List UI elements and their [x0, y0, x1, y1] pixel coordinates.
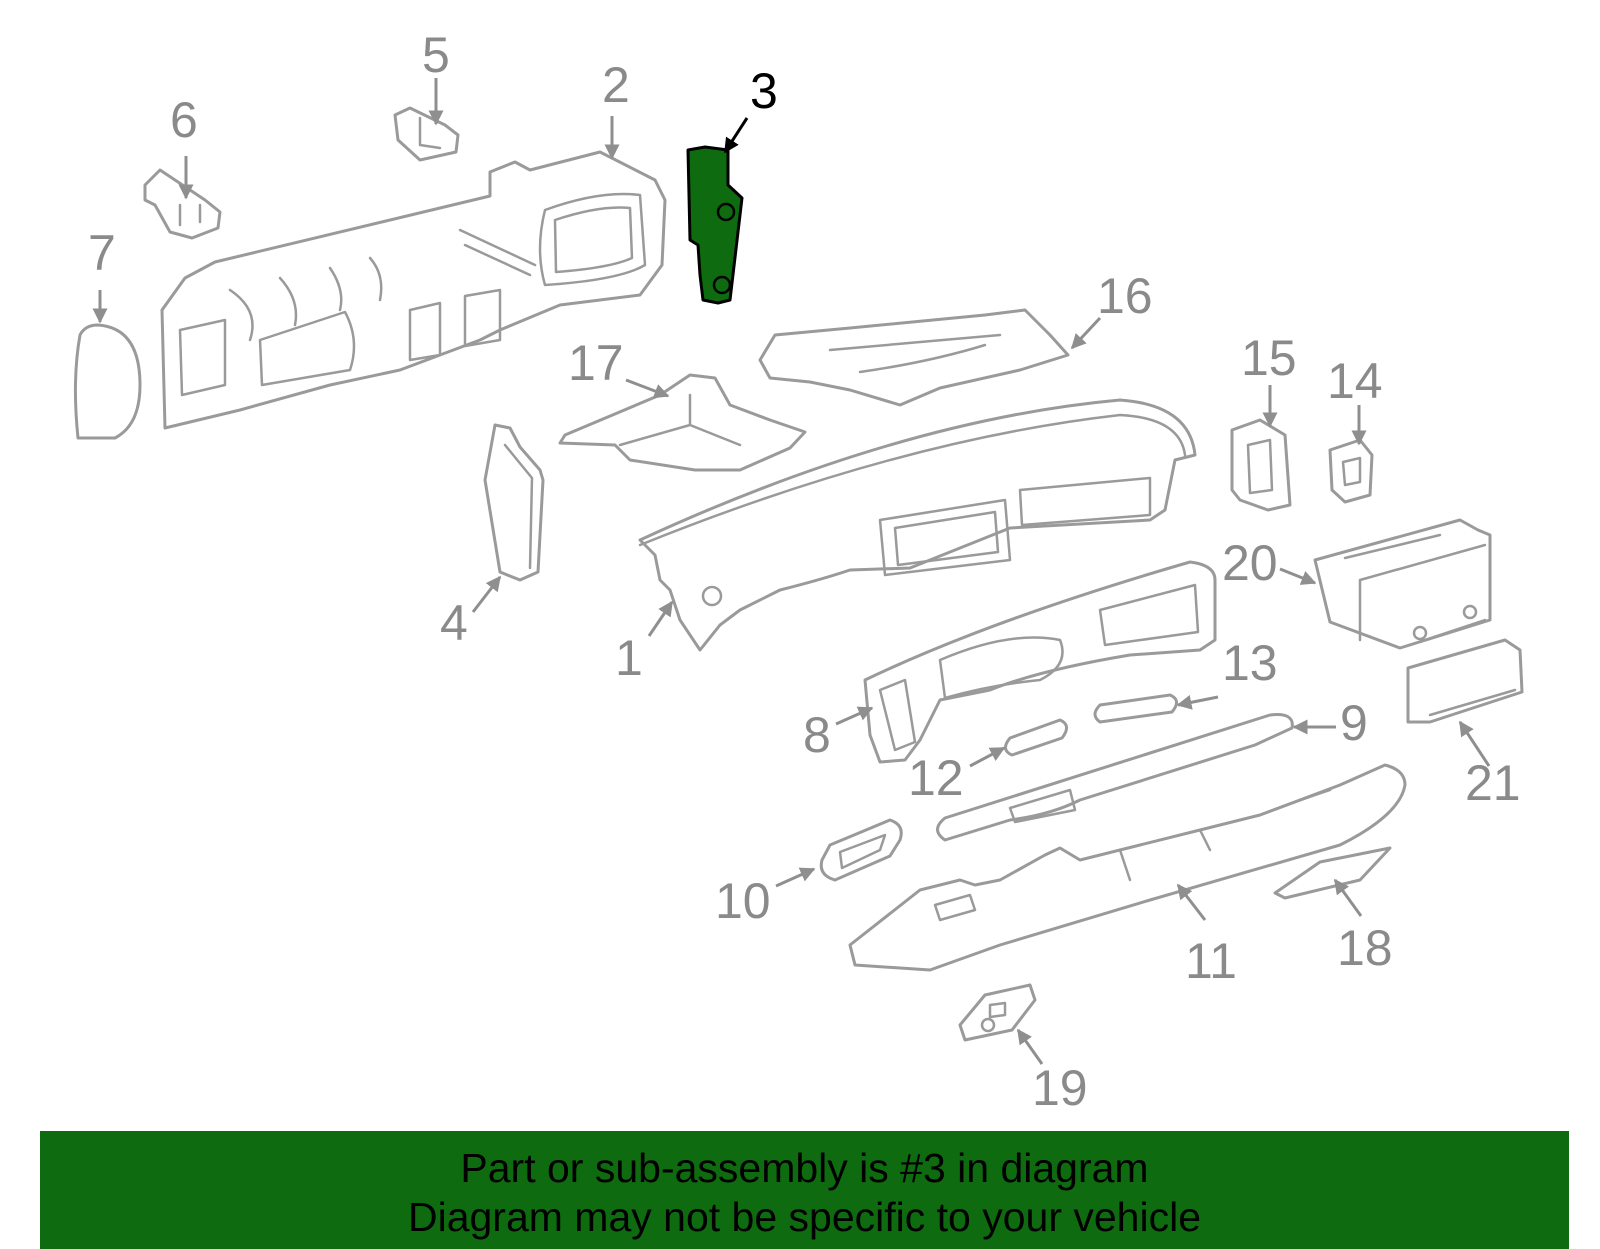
callout-13: 13 [1222, 635, 1278, 691]
part-13-trim-strip [1093, 693, 1178, 724]
leader-lines [92, 78, 1491, 1065]
callout-2: 2 [602, 57, 630, 113]
part-18-trim-plate [1273, 846, 1392, 900]
part-19-switch-plate [958, 983, 1037, 1042]
callout-10: 10 [715, 873, 771, 929]
part-2-upper-dash-panel [160, 150, 667, 430]
callout-14: 14 [1327, 353, 1383, 409]
part-12-trim-strip [1004, 718, 1068, 757]
callout-17: 17 [568, 335, 624, 391]
callout-9: 9 [1340, 695, 1368, 751]
part-15-switch-bezel [1230, 418, 1292, 512]
callout-6: 6 [170, 92, 198, 148]
banner-line-part-number: Part or sub-assembly is #3 in diagram [460, 1145, 1149, 1191]
callout-4: 4 [440, 595, 468, 651]
callout-numbers: 1 2 3 4 5 6 7 8 9 10 11 12 13 14 15 16 1… [88, 27, 1521, 1116]
info-banner: Part or sub-assembly is #3 in diagram Di… [40, 1131, 1569, 1249]
callout-8: 8 [803, 707, 831, 763]
part-20-storage-box [1313, 518, 1492, 650]
part-4-side-bracket [483, 423, 545, 582]
callout-3-highlighted: 3 [750, 63, 778, 119]
part-1-main-carrier [638, 398, 1197, 652]
part-3-bracket-highlighted [686, 145, 744, 305]
callout-11: 11 [1185, 933, 1237, 989]
callout-15: 15 [1241, 330, 1297, 386]
part-16-top-pad [758, 308, 1070, 407]
part-7-end-cap [73, 323, 142, 440]
callout-19: 19 [1032, 1060, 1088, 1116]
part-17-duct [558, 373, 807, 472]
part-9-long-trim [936, 713, 1294, 842]
callout-12: 12 [908, 750, 964, 806]
part-6-clip [143, 168, 222, 240]
callout-21: 21 [1465, 755, 1521, 811]
callout-18: 18 [1337, 920, 1393, 976]
banner-line-disclaimer: Diagram may not be specific to your vehi… [407, 1194, 1201, 1240]
part-11-lower-panel [848, 763, 1407, 972]
callout-7: 7 [88, 225, 116, 281]
part-10-trim-bezel [819, 818, 903, 882]
callout-20: 20 [1222, 535, 1278, 591]
part-8-cluster-bezel [863, 560, 1217, 764]
callout-16: 16 [1097, 268, 1153, 324]
part-14-switch [1328, 438, 1374, 504]
callout-5: 5 [422, 27, 450, 83]
part-21-door [1406, 638, 1524, 724]
part-5-clip [393, 106, 460, 162]
callout-1: 1 [615, 630, 643, 686]
